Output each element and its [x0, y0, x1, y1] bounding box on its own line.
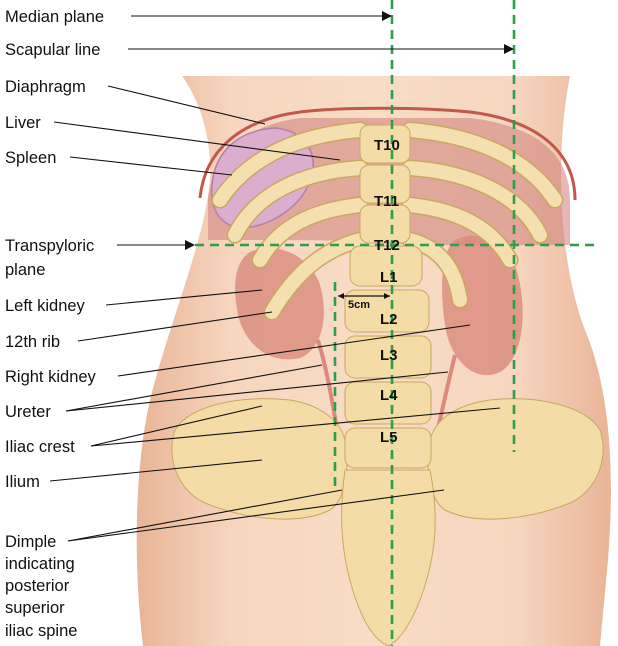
label-dimple-line5: iliac spine: [5, 622, 77, 640]
label-iliac-crest: Iliac crest: [5, 438, 75, 456]
vertebra-label-l2: L2: [380, 311, 398, 328]
label-scapular-line: Scapular line: [5, 41, 100, 59]
pointer-lines: [49, 11, 514, 542]
label-dimple-line4: superior: [5, 599, 65, 617]
label-dimple-line2: indicating: [5, 555, 75, 573]
vertebra-label-t10: T10: [374, 137, 400, 154]
measure-label: 5cm: [348, 299, 370, 311]
label-median-plane: Median plane: [5, 8, 104, 26]
vertebra-label-t11: T11: [374, 193, 399, 210]
diaphragm-outline: [198, 106, 577, 201]
label-dimple-line1: Dimple: [5, 533, 56, 551]
label-transpyloric-line1: Transpyloric: [5, 237, 94, 255]
label-dimple-line3: posterior: [5, 577, 70, 595]
vertebral-column: [344, 124, 432, 469]
label-left-kidney: Left kidney: [5, 297, 86, 315]
label-spleen: Spleen: [5, 149, 56, 167]
label-right-kidney: Right kidney: [5, 368, 97, 386]
label-transpyloric-line2: plane: [5, 261, 45, 279]
label-ureter: Ureter: [5, 403, 51, 421]
measure-arrow-left-head: [338, 293, 344, 299]
vertebra-label-l5: L5: [380, 429, 398, 446]
measure-arrow-right-head: [384, 293, 390, 299]
label-12th-rib: 12th rib: [5, 333, 60, 351]
label-diaphragm: Diaphragm: [5, 78, 86, 96]
vertebra-label-t12: T12: [374, 237, 400, 254]
vertebra-label-l4: L4: [380, 387, 398, 404]
right-kidney-shape: [442, 235, 523, 376]
vertebra-label-l1: L1: [380, 269, 398, 286]
ribs: [211, 121, 564, 321]
label-ilium: Ilium: [5, 473, 40, 491]
label-liver: Liver: [5, 114, 41, 132]
vertebra-label-l3: L3: [380, 347, 398, 364]
